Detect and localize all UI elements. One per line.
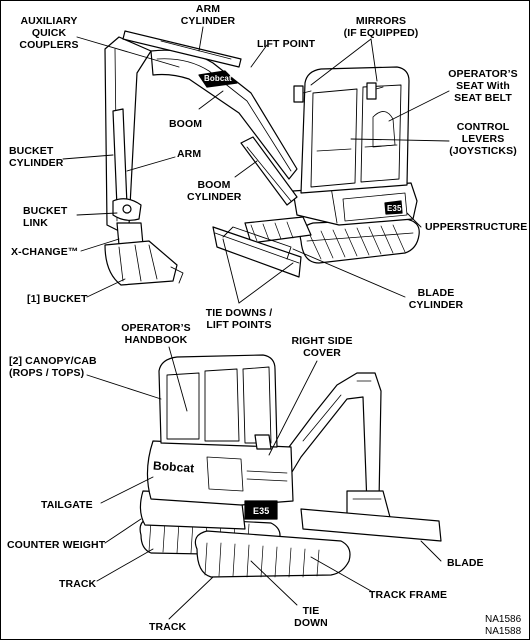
label-track-bottom: TRACK — [149, 621, 187, 633]
label-operators-seat: OPERATOR’S SEAT With SEAT BELT — [448, 68, 518, 104]
bottom-model-decal: E35 — [253, 506, 270, 516]
label-counter-weight: COUNTER WEIGHT — [7, 539, 106, 551]
label-blade-cylinder: BLADE CYLINDER — [408, 287, 464, 311]
label-arm: ARM — [177, 148, 202, 160]
label-tie-downs-lift-points: TIE DOWNS / LIFT POINTS — [205, 307, 273, 331]
label-control-levers: CONTROL LEVERS (JOYSTICKS) — [449, 121, 517, 157]
label-arm-cylinder: ARM CYLINDER — [180, 3, 236, 27]
label-blade: BLADE — [447, 557, 484, 569]
top-brand-decal: Bobcat — [204, 74, 232, 83]
label-boom-cylinder: BOOM CYLINDER — [187, 179, 242, 203]
label-bucket-link: BUCKET LINK — [23, 205, 68, 229]
label-tie-down: TIE DOWN — [294, 605, 328, 629]
label-mirrors: MIRRORS (IF EQUIPPED) — [343, 15, 419, 39]
top-excavator-drawing — [104, 30, 420, 286]
label-right-side-cover: RIGHT SIDE COVER — [291, 335, 353, 359]
label-operators-handbook: OPERATOR’S HANDBOOK — [121, 322, 191, 346]
label-x-change: X-CHANGE™ — [11, 246, 79, 258]
top-leader-lines — [62, 26, 450, 304]
label-track-frame: TRACK FRAME — [369, 589, 448, 601]
label-auxiliary-quick-couplers: AUXILIARY QUICK COUPLERS — [19, 15, 79, 51]
figure-ref-2: NA1588 — [485, 626, 522, 637]
bottom-excavator-drawing — [139, 354, 442, 578]
label-lift-point: LIFT POINT — [257, 38, 316, 50]
label-bucket: [1] BUCKET — [27, 293, 88, 305]
label-bucket-cylinder: BUCKET CYLINDER — [9, 145, 64, 169]
label-tailgate: TAILGATE — [41, 499, 93, 511]
label-upperstructure: UPPERSTRUCTURE — [425, 221, 528, 233]
bottom-leader-lines — [86, 346, 442, 620]
label-canopy-cab: [2] CANOPY/CAB (ROPS / TOPS) — [9, 355, 97, 379]
label-boom: BOOM — [169, 118, 203, 130]
figure-ref-1: NA1586 — [485, 614, 522, 625]
label-track-left: TRACK — [59, 578, 97, 590]
bottom-brand-decal: Bobcat — [152, 458, 195, 476]
top-model-decal: E35 — [387, 204, 402, 213]
